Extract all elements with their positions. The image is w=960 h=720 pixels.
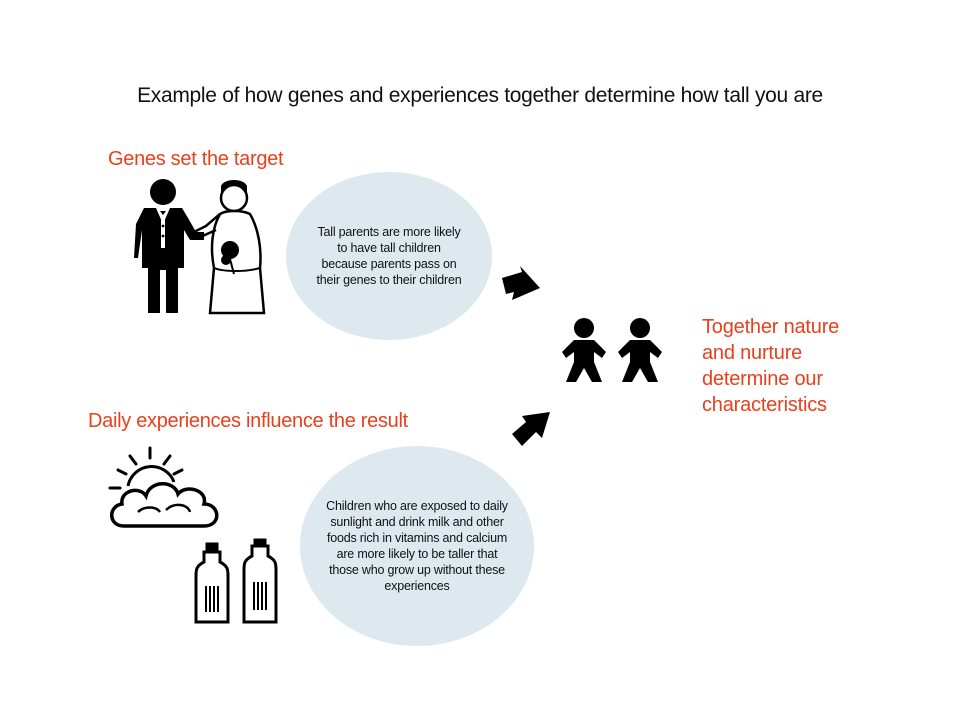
children-icon	[562, 318, 662, 382]
arrow-up-right-icon	[512, 412, 550, 446]
result-line-2: and nurture	[702, 342, 803, 364]
arrow-down-right-icon	[502, 266, 540, 300]
experiences-info-bubble: Children who are exposed to daily sunlig…	[300, 446, 534, 646]
genes-info-bubble: Tall parents are more likely to have tal…	[286, 172, 492, 340]
genes-heading: Genes set the target	[108, 148, 284, 170]
result-line-3: determine our	[702, 368, 823, 390]
result-line-1: Together nature	[702, 316, 840, 338]
result-line-4: characteristics	[702, 394, 827, 416]
genes-info-text: Tall parents are more likely to have tal…	[316, 225, 462, 287]
bride-groom-icon	[134, 179, 266, 315]
result-text: Together nature and nurture determine ou…	[702, 314, 839, 418]
experiences-info-text: Children who are exposed to daily sunlig…	[326, 499, 508, 593]
milk-bottles-icon	[194, 538, 278, 624]
diagram-title: Example of how genes and experiences tog…	[137, 84, 823, 107]
sun-cloud-icon	[108, 446, 219, 528]
experiences-heading: Daily experiences influence the result	[88, 410, 408, 432]
